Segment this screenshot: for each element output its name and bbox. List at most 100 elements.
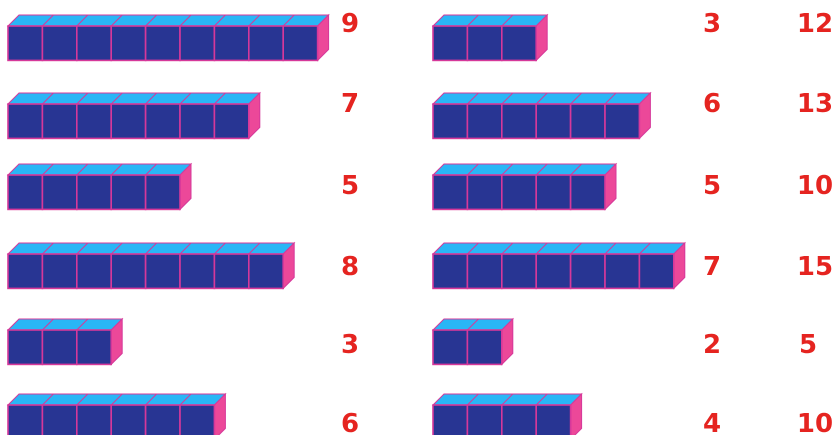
cube: [467, 254, 501, 288]
cube: [8, 26, 42, 60]
cube: [571, 104, 605, 138]
right-total-5: 5: [799, 332, 817, 358]
left-count-1: 9: [341, 11, 359, 37]
right-cube-row-6: [433, 394, 582, 435]
right-count-2: 6: [703, 91, 721, 117]
cube: [433, 26, 467, 60]
cube: [467, 405, 501, 435]
left-cube-row-5: [8, 319, 122, 364]
right-count-1: 3: [703, 11, 721, 37]
right-count-6: 4: [703, 411, 721, 437]
cube: [180, 26, 214, 60]
left-cube-row-4: [8, 243, 294, 288]
right-count-3: 5: [703, 173, 721, 199]
cube: [8, 254, 42, 288]
cube: [536, 104, 570, 138]
cube: [502, 104, 536, 138]
cube: [42, 330, 76, 364]
right-cube-row-4-top-face: [433, 243, 685, 254]
cube: [77, 405, 111, 435]
cube: [180, 254, 214, 288]
left-cube-row-2: [8, 93, 260, 138]
cube: [111, 26, 145, 60]
cube: [77, 175, 111, 209]
cube: [111, 254, 145, 288]
right-cube-row-5: [433, 319, 513, 364]
cube: [146, 104, 180, 138]
cube: [433, 104, 467, 138]
cube: [467, 330, 501, 364]
cube: [8, 104, 42, 138]
cube: [77, 330, 111, 364]
cube: [42, 175, 76, 209]
left-cube-row-6: [8, 394, 225, 435]
cube: [42, 405, 76, 435]
right-total-1: 12: [797, 11, 833, 37]
left-cube-row-1-top-face: [8, 15, 329, 26]
cube: [536, 175, 570, 209]
cube: [502, 175, 536, 209]
cube: [502, 405, 536, 435]
cube: [467, 104, 501, 138]
cube: [467, 26, 501, 60]
cube: [42, 254, 76, 288]
right-cube-row-2: [433, 93, 650, 138]
cube: [433, 405, 467, 435]
cube: [571, 254, 605, 288]
cube: [249, 254, 283, 288]
left-cube-row-1: [8, 15, 329, 60]
cube: [42, 104, 76, 138]
cube: [111, 175, 145, 209]
cube: [605, 104, 639, 138]
right-cube-row-1: [433, 15, 547, 60]
right-cube-row-4: [433, 243, 685, 288]
cube: [467, 175, 501, 209]
left-cube-row-3-top-face: [8, 164, 191, 175]
right-cube-row-1-top-face: [433, 15, 547, 26]
right-total-6: 10: [797, 411, 833, 437]
cube: [146, 254, 180, 288]
cube: [77, 254, 111, 288]
cube: [283, 26, 317, 60]
cube: [502, 26, 536, 60]
right-total-4: 15: [797, 254, 833, 280]
right-total-2: 13: [797, 91, 833, 117]
cube: [502, 254, 536, 288]
cube: [77, 104, 111, 138]
left-count-3: 5: [341, 173, 359, 199]
left-cube-row-2-top-face: [8, 93, 260, 104]
cube: [77, 26, 111, 60]
cube: [214, 26, 248, 60]
cube: [111, 405, 145, 435]
left-count-4: 8: [341, 254, 359, 280]
cube: [146, 405, 180, 435]
left-count-5: 3: [341, 332, 359, 358]
cube: [111, 104, 145, 138]
cube: [8, 405, 42, 435]
cube: [8, 330, 42, 364]
cube: [536, 254, 570, 288]
cube: [571, 175, 605, 209]
cube: [536, 405, 570, 435]
right-count-5: 2: [703, 332, 721, 358]
cube: [146, 175, 180, 209]
cube: [214, 104, 248, 138]
cube: [433, 254, 467, 288]
cube: [180, 405, 214, 435]
cube: [605, 254, 639, 288]
left-count-2: 7: [341, 91, 359, 117]
cube: [42, 26, 76, 60]
cube: [146, 26, 180, 60]
cube: [180, 104, 214, 138]
cube: [433, 175, 467, 209]
left-cube-row-3: [8, 164, 191, 209]
right-total-3: 10: [797, 173, 833, 199]
cube: [214, 254, 248, 288]
left-count-6: 6: [341, 411, 359, 437]
right-count-4: 7: [703, 254, 721, 280]
left-cube-row-5-top-face: [8, 319, 122, 330]
cube: [433, 330, 467, 364]
cube: [8, 175, 42, 209]
right-cube-row-3-top-face: [433, 164, 616, 175]
